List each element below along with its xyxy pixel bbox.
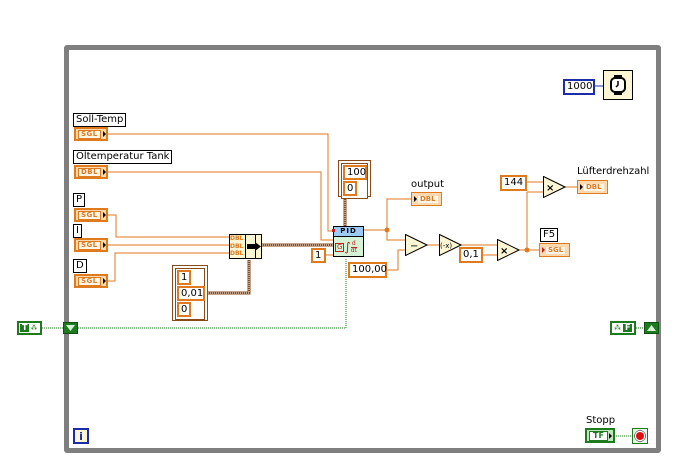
toggle-glyph-icon: ⁂ [614,324,621,332]
luefterdrehzahl-indicator[interactable]: DBL [577,180,608,194]
output-terminal-icon [102,131,106,137]
wire-junction [384,227,390,233]
subtract-constant[interactable]: 100,00 [348,262,387,278]
wire-p [107,214,230,238]
wire-subtract-const [387,249,406,271]
wire-gains-array [206,260,251,295]
stop-sign-icon [634,430,646,442]
multiply-symbol: × [546,183,554,194]
stopp-control[interactable]: TF [585,428,615,443]
type-tag: SGL [546,245,566,254]
output-terminal-icon [102,242,106,248]
array-element[interactable]: 1 [177,270,191,285]
pid-vi[interactable]: PID G ∫ d dt [332,226,364,257]
type-tag: SGL [78,210,101,220]
pid-gains-array-constant[interactable]: 1 0,01 0 [172,265,208,321]
output-label: output [411,179,444,190]
bundle-input-1: DBL [230,242,244,250]
wire-reinit [78,258,347,329]
negate-function[interactable]: (-x) [439,234,462,256]
array-element[interactable]: 0 [177,302,191,317]
multiply-function[interactable]: × [497,239,520,261]
p-control[interactable]: SGL [74,208,108,222]
type-tag: TF [589,430,608,441]
bundle-input-2: DBL [230,250,244,258]
soll-temp-label: Soll-Temp [73,113,127,127]
triangle-up-icon [647,325,656,331]
negate-symbol: (-x) [440,242,452,250]
output-terminal-icon [608,432,612,439]
input-terminal-icon [580,184,583,190]
bundle-input-0: DBL [230,235,244,242]
output-terminal-icon [102,278,106,284]
shift-register-left[interactable] [63,322,78,334]
output-terminal-icon [103,169,107,175]
d-control[interactable]: SGL [74,274,108,288]
oeltemperatur-label: Öltemperatur Tank [73,150,173,164]
derivative-denominator: dt [350,246,357,254]
input-terminal-icon [414,196,417,202]
fan-multiplier-constant[interactable]: 144 [500,175,527,191]
wire-pid-output [364,198,412,231]
p-label: P [73,193,86,207]
derivative-icon: d dt [350,239,357,254]
f5-label: F5 [540,228,559,242]
stopp-label: Stopp [586,415,616,426]
wire-oeltemperatur [107,171,334,241]
subtract-function[interactable]: − [405,234,428,256]
fan-multiply-function[interactable]: × [543,176,566,198]
type-tag: SGL [78,276,101,286]
loop-condition-terminal[interactable] [632,428,648,444]
subtract-symbol: − [410,241,418,252]
derivative-numerator: d [351,239,356,247]
wait-ms-constant[interactable]: 1000 [563,79,595,95]
wire-junction [524,247,530,253]
soll-temp-control[interactable]: SGL [74,127,108,141]
multiply-symbol: × [500,246,508,257]
d-label: D [73,259,87,273]
shift-register-false-indicator[interactable]: ⁂ F [610,321,636,335]
bundle-node[interactable]: DBL DBL DBL [229,234,262,259]
output-range-constant[interactable]: 100 0 [338,160,371,199]
f5-indicator[interactable]: SGL [539,243,570,257]
oeltemperatur-control[interactable]: DBL [74,165,108,179]
i-control[interactable]: SGL [74,238,108,252]
iteration-terminal: i [73,428,89,444]
scale-constant[interactable]: 0,1 [459,247,483,263]
wire-multiply-fan [526,191,543,250]
wait-ms-function[interactable] [603,70,633,100]
setpoint-terminal [332,229,335,232]
wire-d [107,252,230,282]
wire-pid-to-subtract [386,230,406,241]
pid-title: PID [334,227,363,237]
output-range-low[interactable]: 0 [343,181,357,196]
false-tag: F [623,323,633,332]
i-label: I [73,224,82,238]
type-tag: DBL [584,182,604,191]
dt-constant[interactable]: 1 [311,248,326,263]
wristwatch-icon [610,75,626,95]
triangle-down-icon [66,325,75,331]
integral-icon: ∫ [344,240,351,254]
toggle-glyph-icon: ⁂ [30,324,38,332]
while-loop-frame[interactable] [64,45,661,453]
output-terminal-icon [102,212,106,218]
shift-register-right[interactable] [644,322,659,334]
type-tag: DBL [418,194,438,203]
reinit-true-constant[interactable]: T ⁂ [17,321,42,335]
type-tag: DBL [78,167,102,177]
type-tag: SGL [78,240,101,250]
wire-soll-temp [107,133,334,232]
output-range-high[interactable]: 100 [343,165,367,180]
bundle-arrow-icon [247,242,261,251]
array-element[interactable]: 0,01 [177,286,205,301]
output-indicator[interactable]: DBL [411,192,442,206]
type-tag: SGL [78,129,101,139]
true-tag: T [20,323,30,332]
luefterdrehzahl-label: Lüfterdrehzahl [577,166,650,177]
input-terminal-icon [542,247,545,253]
gain-icon: G [335,242,345,252]
